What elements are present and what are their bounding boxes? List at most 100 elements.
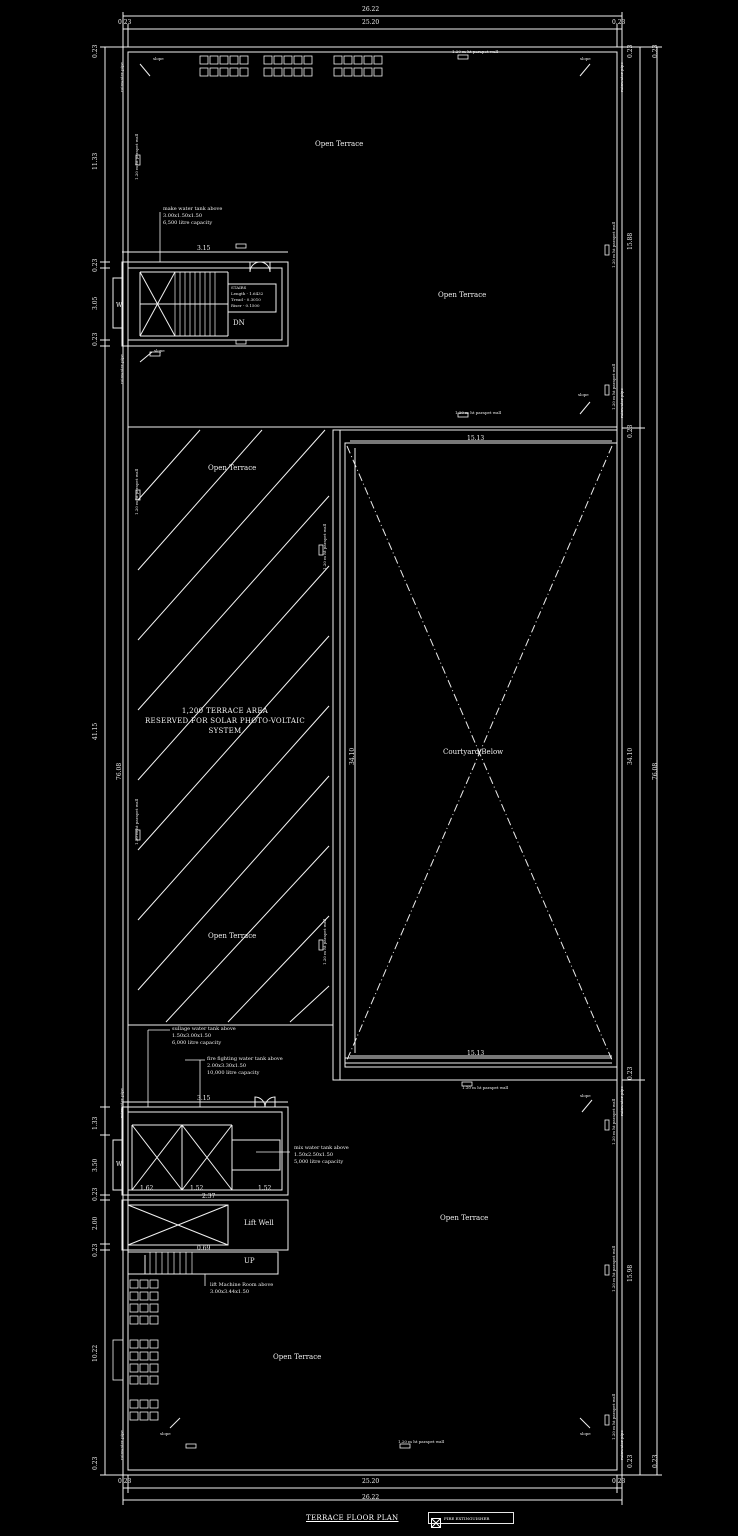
lift-machine-line-2: 3.00x3.44x1.50: [210, 1289, 250, 1295]
stairs-spec-line-1: STAIRS: [231, 285, 247, 290]
dim-inner-width-bottom: 25.20: [362, 1478, 380, 1485]
rainwater-pipe-label-7: rainwater pipe: [119, 1088, 124, 1118]
w-label-top: W: [116, 302, 123, 309]
dim-left-stair-d: 1.33: [92, 1116, 99, 1130]
stair-core-top: [121, 261, 289, 347]
tank-mix-line-3: 5,000 litre capacity: [294, 1159, 344, 1165]
dim-overall-length-right: 76.08: [652, 762, 659, 780]
dim-left-stair-e: 3.50: [92, 1158, 99, 1172]
dim-inner-width-top: 25.20: [362, 19, 380, 26]
rainwater-pipe-label-3: rainwater pipe: [619, 62, 624, 92]
parapet-label-13: 1.20 m ht parapet wall: [462, 1085, 509, 1090]
dim-stair-bottom-small-1: 1.62: [140, 1185, 154, 1192]
dim-right-bottom: 15.98: [627, 1264, 634, 1282]
dim-overall-wall-top-right: 0.23: [652, 44, 659, 58]
inner-wall-outline: [127, 51, 618, 1471]
tank-top-note: make water tank above 3.00x1.50x1.50 6,5…: [163, 206, 222, 227]
open-terrace-label-5: Open Terrace: [440, 1214, 489, 1222]
slope-label-4: slope: [578, 392, 589, 397]
fire-extinguisher-icon: [431, 1513, 441, 1528]
rainwater-pipe-label-4: rainwater pipe: [619, 388, 624, 418]
dim-lift-width: 2.37: [202, 1193, 216, 1200]
stairs-spec-line-3: Tread - 0.3010: [231, 297, 261, 302]
dim-wall-top-left: 0.23: [118, 19, 132, 26]
dim-right-wall-mid-1: 0.23: [627, 424, 634, 438]
open-terrace-label-3: Open Terrace: [208, 464, 257, 472]
parapet-label-4: 1.20 m ht parapet wall: [322, 523, 327, 570]
dim-left-middle: 41.15: [92, 722, 99, 740]
open-terrace-label-6: Open Terrace: [273, 1353, 322, 1361]
tank-top-line-3: 6,500 litre capacity: [163, 220, 213, 226]
tank-sullage-line-3: 6,000 litre capacity: [172, 1040, 222, 1046]
dim-left-wall-bottom: 0.23: [92, 1456, 99, 1470]
solar-line-2: RESERVED FOR SOLAR PHOTO-VOLTAIC: [144, 717, 306, 725]
dim-left-a: 11.33: [92, 152, 99, 170]
parapet-label-10: 1.20 m ht parapet wall: [611, 1393, 616, 1440]
parapet-label-3: 1.20 m ht parapet wall: [134, 798, 139, 845]
dim-right-courtyard: 34.10: [627, 747, 634, 765]
rainwater-pipe-label-5: rainwater pipe: [619, 1086, 624, 1116]
courtyard-below-label: Courtyard Below: [443, 748, 504, 756]
parapet-label-7: 1.20 m ht parapet wall: [611, 363, 616, 410]
lift-well-label: Lift Well: [244, 1219, 274, 1227]
dim-overall-width-top: 26.22: [362, 6, 380, 13]
tank-fire-line-3: 10,000 litre capacity: [207, 1070, 260, 1076]
dim-stair-bottom-small-2: 1.52: [190, 1185, 204, 1192]
outer-wall-outline: [122, 46, 623, 1476]
tank-top-line-1: make water tank above: [163, 206, 223, 212]
parapet-label-6: 1.20 m ht parapet wall: [611, 221, 616, 268]
tank-sullage-line-1: sullage water tank above: [172, 1026, 236, 1032]
dim-right-wall-mid-2: 0.23: [627, 1066, 634, 1080]
rainwater-pipe-label-2: rainwater pipe: [119, 354, 124, 384]
parapet-label-9: 1.20 m ht parapet wall: [611, 1245, 616, 1292]
parapet-label-2: 1.20 m ht parapet wall: [134, 468, 139, 515]
dim-courtyard-bottom: 15.13: [467, 1050, 485, 1057]
dim-wall-top-right: 0.23: [612, 19, 626, 26]
parapet-label-5: 1.20 m ht parapet wall: [322, 918, 327, 965]
rainwater-pipe-label-8: rainwater pipe: [119, 1430, 124, 1460]
rainwater-pipe-label-6: rainwater pipe: [619, 1430, 624, 1460]
stair-core-bottom: [121, 1106, 289, 1196]
parapet-label-1: 1.20 m ht parapet wall: [134, 133, 139, 180]
dim-left-stair-b: 3.05: [92, 296, 99, 310]
dim-overall-wall-bottom-right: 0.23: [652, 1454, 659, 1468]
dim-left-wall-top: 0.23: [92, 44, 99, 58]
slope-label-7: slope: [580, 1431, 591, 1436]
dim-left-stair-h: 0.23: [92, 1243, 99, 1257]
slope-label-2: slope: [580, 56, 591, 61]
tank-mix-note: mix water tank above 1.50x2.50x1.50 5,00…: [294, 1145, 349, 1166]
dim-right-wall-bottom: 0.23: [627, 1454, 634, 1468]
tank-fire-line-2: 2.00x3.30x1.50: [207, 1063, 247, 1069]
slope-label-3: slope: [154, 348, 165, 353]
open-terrace-label-2: Open Terrace: [438, 291, 487, 299]
dim-overall-length-left: 76.08: [116, 762, 123, 780]
dim-stair-top-width: 3.15: [197, 245, 211, 252]
dim-right-wall-top: 0.23: [627, 44, 634, 58]
solar-area-note: 1,200 TERRACE AREA RESERVED FOR SOLAR PH…: [130, 706, 320, 736]
dim-wall-bottom-right: 0.23: [612, 1478, 626, 1485]
tank-top-line-2: 3.00x1.50x1.50: [163, 213, 203, 219]
dim-overall-width-bottom: 26.22: [362, 1494, 380, 1501]
dim-left-stair-a: 0.23: [92, 258, 99, 272]
dim-left-stair-g: 2.00: [92, 1216, 99, 1230]
stairs-spec-line-4: Riser - 0.1500: [231, 303, 260, 308]
parapet-label-14: 1.20 m ht parapet wall: [398, 1439, 445, 1444]
tank-sullage-line-2: 1.50x3.00x1.50: [172, 1033, 212, 1039]
open-terrace-label-1: Open Terrace: [315, 140, 364, 148]
up-label-bottom: UP: [244, 1257, 255, 1265]
parapet-label-8: 1.20 m ht parapet wall: [611, 1098, 616, 1145]
courtyard-cross-2: [346, 445, 613, 1061]
lift-machine-line-1: lift Machine Room above: [210, 1282, 274, 1288]
lift-machine-note: lift Machine Room above 3.00x3.44x1.50: [210, 1282, 273, 1296]
dim-stair-bottom-width: 3.15: [197, 1095, 211, 1102]
open-terrace-label-4: Open Terrace: [208, 932, 257, 940]
lift-well: [121, 1199, 289, 1251]
stairs-spec-note: STAIRS Length - 1.6432 Tread - 0.3010 Ri…: [231, 285, 263, 309]
dim-right-top: 15.88: [627, 232, 634, 250]
tank-fire-line-1: fire fighting water tank above: [207, 1056, 283, 1062]
dim-courtyard-side: 34.10: [349, 747, 356, 765]
parapet-label-11: 1.20 m ht parapet wall: [452, 49, 499, 54]
tank-mix-line-1: mix water tank above: [294, 1145, 349, 1151]
